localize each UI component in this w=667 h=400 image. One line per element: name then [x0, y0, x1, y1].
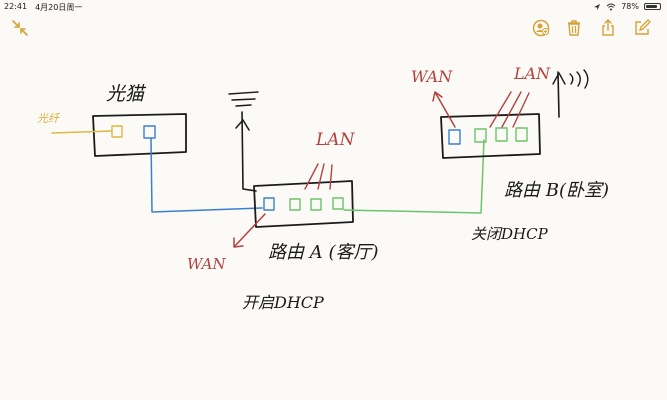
battery-percent: 78%: [621, 2, 639, 11]
router-b-wan-port: [448, 129, 461, 145]
optical-modem-box: [92, 113, 187, 157]
compose-icon[interactable]: [632, 18, 652, 38]
router-b-lan-label: LAN: [514, 64, 551, 83]
router-a-antenna: [241, 111, 257, 192]
router-b-lan-port-1: [474, 128, 487, 143]
router-b-wan-label: WAN: [411, 67, 453, 86]
optical-modem-label: 光猫: [106, 83, 145, 105]
router-a-box: [253, 180, 354, 228]
battery-level-fill: [646, 5, 658, 8]
collapse-arrows-icon[interactable]: [10, 18, 30, 38]
notes-toolbar: [0, 14, 667, 42]
router-a-wan-arrow: [233, 213, 266, 248]
router-a-lan-lines: [304, 163, 333, 190]
router-b-wan-arrow: [432, 91, 456, 128]
router-b-lan-port-3: [515, 127, 528, 142]
modem-lan-port: [143, 125, 156, 139]
router-a-wan-port: [263, 197, 275, 211]
blue-cable: [150, 138, 263, 213]
status-bar: 22:41 4月20日周一 78%: [0, 0, 667, 14]
green-cable: [343, 139, 485, 214]
router-a-lan-port-2: [310, 198, 322, 211]
router-b-lan-lines: [489, 91, 530, 128]
battery-icon: [644, 3, 661, 10]
fiber-label: 光纤: [37, 112, 59, 125]
router-a-label: 路由 A (客厅): [268, 242, 379, 263]
share-icon[interactable]: [598, 18, 618, 38]
router-b-lan-port-2: [495, 127, 508, 142]
wifi-icon: [606, 3, 616, 10]
router-a-wan-label: WAN: [187, 255, 226, 273]
router-b-label: 路由 B(卧室): [504, 180, 609, 201]
router-a-lan-port-3: [332, 197, 344, 210]
router-b-box: [440, 113, 541, 159]
trash-icon[interactable]: [564, 18, 584, 38]
dhcp-on-label: 开启DHCP: [242, 293, 324, 312]
modem-fiber-port: [111, 125, 123, 138]
router-a-lan-label: LAN: [316, 130, 355, 150]
add-person-icon[interactable]: [531, 18, 551, 38]
router-b-antenna: [557, 71, 560, 118]
fiber-cable: [51, 130, 113, 134]
status-time: 22:41: [4, 2, 28, 11]
location-icon: [594, 3, 601, 10]
dhcp-off-label: 关闭DHCP: [471, 225, 548, 243]
status-date: 4月20日周一: [35, 3, 83, 12]
router-a-lan-port-1: [289, 198, 301, 211]
